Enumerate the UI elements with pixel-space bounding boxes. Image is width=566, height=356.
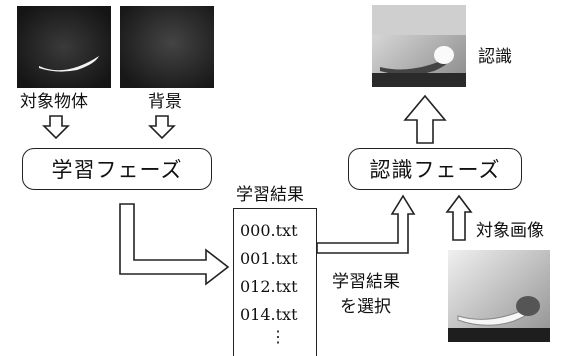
elbow-arrow-icon <box>120 204 228 284</box>
down-arrow-icon <box>44 116 68 138</box>
up-arrow-icon <box>405 96 445 143</box>
select-arrow-icon <box>317 196 414 253</box>
down-arrow-icon <box>150 116 174 138</box>
up-arrow-icon <box>447 196 471 240</box>
